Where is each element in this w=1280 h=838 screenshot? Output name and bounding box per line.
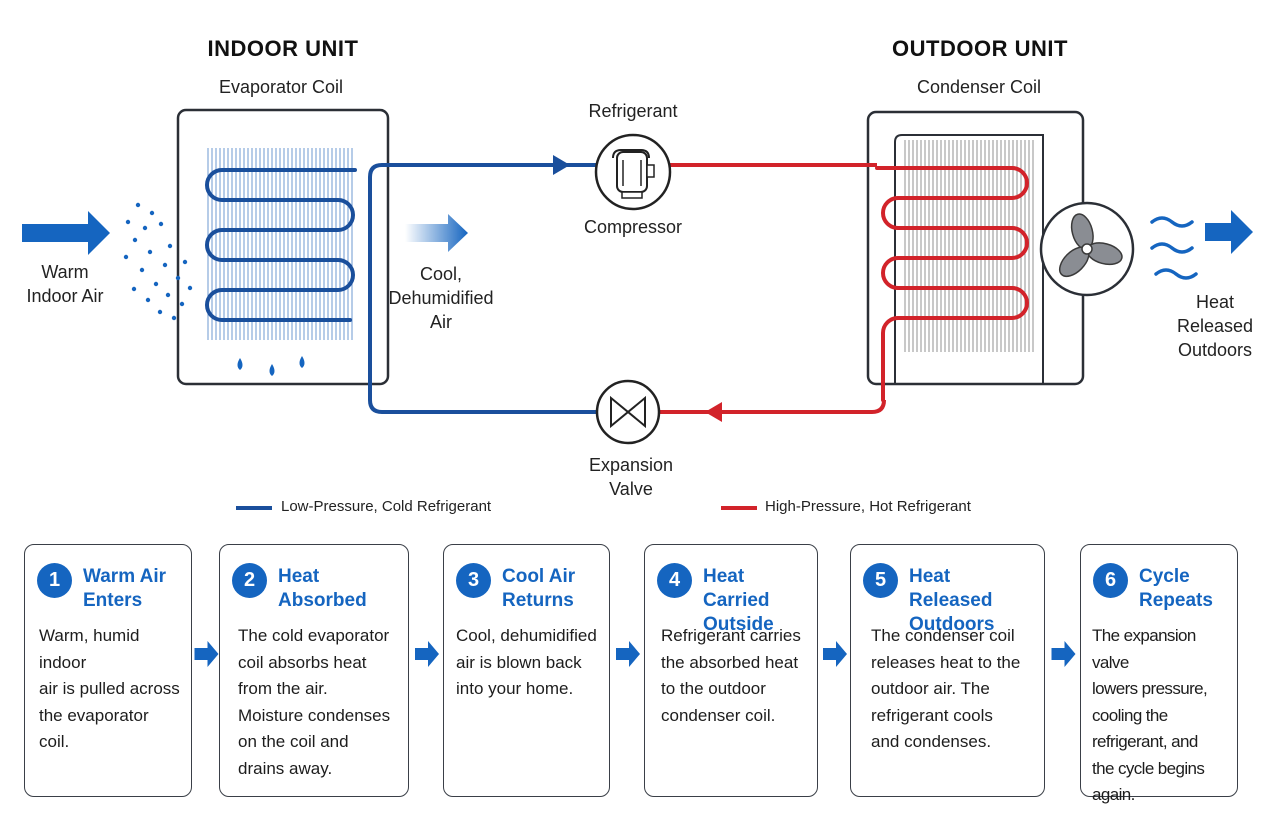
flow-arrow-icon bbox=[705, 402, 722, 422]
outdoor-inner-panel bbox=[894, 134, 1044, 385]
step-number-badge: 6 bbox=[1093, 563, 1128, 598]
evaporator-fins bbox=[207, 148, 353, 340]
step-title: Cool Air Returns bbox=[502, 566, 576, 611]
flow-arrow-icon bbox=[553, 155, 570, 175]
step-card-2: 2 Heat Absorbed The cold evaporator coil… bbox=[219, 544, 409, 797]
warm-indoor-air-label: Warm Indoor Air bbox=[26, 262, 104, 306]
step-connector-arrow-icon bbox=[823, 641, 847, 667]
evaporator-coil bbox=[205, 168, 357, 322]
cool-air-arrow-icon bbox=[405, 214, 468, 252]
heat-released-label: Heat Released Outdoors bbox=[1176, 292, 1254, 360]
step-description: The expansion valve lowers pressure, coo… bbox=[1092, 626, 1208, 804]
step-title: Heat Carried Outside bbox=[703, 566, 774, 635]
condenser-coil-label: Condenser Coil bbox=[916, 77, 1042, 97]
compressor-label: Compressor bbox=[583, 217, 683, 237]
legend-low-label: Low-Pressure, Cold Refrigerant bbox=[281, 498, 492, 515]
step-description: Warm, humid indoor air is pulled across … bbox=[39, 626, 180, 751]
warm-air-arrow-icon bbox=[22, 211, 110, 255]
evaporator-coil-label: Evaporator Coil bbox=[218, 77, 344, 97]
water-drip-icon bbox=[237, 358, 243, 370]
indoor-unit-box bbox=[176, 108, 390, 386]
step-number-badge: 5 bbox=[863, 563, 898, 598]
step-title: Heat Absorbed bbox=[278, 566, 367, 611]
step-title: Heat Released Outdoors bbox=[909, 566, 995, 635]
step-card-1: 1 Warm Air Enters Warm, humid indoor air… bbox=[24, 544, 192, 797]
expansion-valve-label: Expansion Valve bbox=[588, 455, 674, 499]
cool-air-label: Cool, Dehumidified Air bbox=[388, 264, 494, 332]
step-description: Refrigerant carries the absorbed heat to… bbox=[661, 626, 801, 725]
step-connector-arrow-icon bbox=[1051, 641, 1076, 667]
step-number-badge: 4 bbox=[657, 563, 692, 598]
hot-return-line bbox=[659, 399, 886, 414]
step-card-4: 4 Heat Carried Outside Refrigerant carri… bbox=[644, 544, 818, 797]
step-connector-arrow-icon bbox=[194, 641, 219, 667]
step-connector-arrow-icon bbox=[415, 641, 439, 667]
step-description: Cool, dehumidified air is blown back int… bbox=[456, 626, 597, 698]
step-connector-arrow-icon bbox=[616, 641, 640, 667]
step-number-badge: 2 bbox=[232, 563, 267, 598]
water-drip-icon bbox=[299, 356, 305, 368]
condenser-coil bbox=[875, 166, 1029, 402]
step-number-badge: 3 bbox=[456, 563, 491, 598]
step-description: The cold evaporator coil absorbs heat fr… bbox=[238, 626, 391, 778]
heat-waves-icon bbox=[1150, 216, 1198, 280]
humidity-dots-icon bbox=[123, 202, 193, 321]
step-description: The condenser coil releases heat to the … bbox=[871, 626, 1021, 751]
cold-refrigerant-line bbox=[368, 163, 600, 414]
heat-out-arrow-icon bbox=[1205, 210, 1253, 254]
step-card-5: 5 Heat Released Outdoors The condenser c… bbox=[850, 544, 1045, 797]
indoor-unit-title: INDOOR UNIT bbox=[207, 36, 359, 61]
step-card-6: 6 Cycle Repeats The expansion valve lowe… bbox=[1080, 544, 1238, 804]
step-number-badge: 1 bbox=[37, 563, 72, 598]
legend-high-label: High-Pressure, Hot Refrigerant bbox=[765, 498, 971, 515]
outdoor-unit-title: OUTDOOR UNIT bbox=[892, 36, 1068, 61]
step-card-3: 3 Cool Air Returns Cool, dehumidified ai… bbox=[443, 544, 610, 797]
water-drip-icon bbox=[269, 364, 275, 376]
refrigerant-label: Refrigerant bbox=[588, 101, 678, 121]
step-title: Warm Air Enters bbox=[83, 566, 167, 611]
step-title: Cycle Repeats bbox=[1139, 566, 1213, 611]
